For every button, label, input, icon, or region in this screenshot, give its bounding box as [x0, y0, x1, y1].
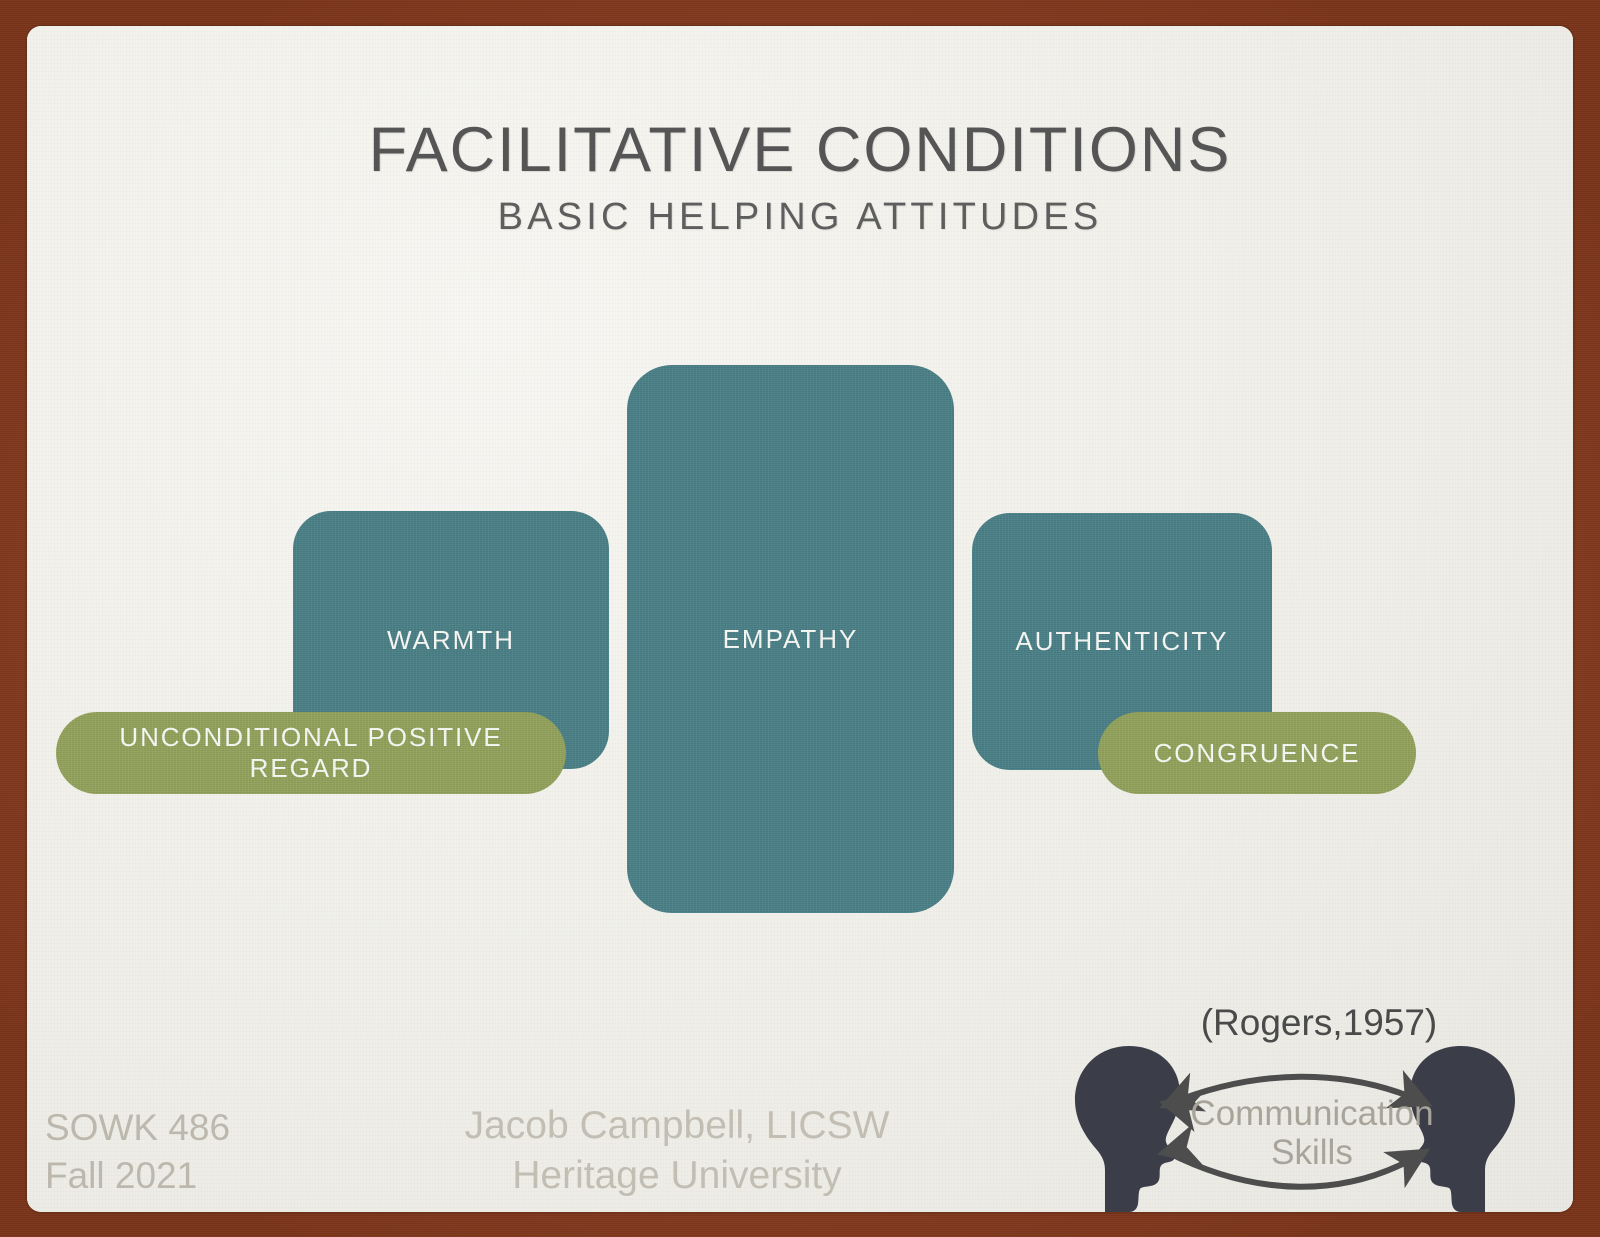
footer-presenter-name: Jacob Campbell, LICSW — [464, 1104, 890, 1147]
communication-skills-label: Communication Skills — [1162, 1094, 1462, 1172]
footer-course-code: SOWK 486 — [45, 1107, 231, 1148]
arrow-head-bottom-left — [1156, 1123, 1203, 1165]
citation-text: (Rogers,1957) — [1200, 1002, 1438, 1043]
slide-canvas: FACILITATIVE CONDITIONS BASIC HELPING AT… — [27, 26, 1573, 1212]
diagram-pill-congruence-label: CONGRUENCE — [1153, 737, 1361, 768]
title-block: FACILITATIVE CONDITIONS BASIC HELPING AT… — [27, 118, 1573, 239]
page-title: FACILITATIVE CONDITIONS — [368, 115, 1232, 185]
footer-institution: Heritage University — [512, 1153, 842, 1197]
communication-skills-graphic — [1017, 1038, 1573, 1212]
diagram-box-authenticity-label: AUTHENTICITY — [1015, 626, 1229, 656]
diagram-pill-unconditional-positive-regard-label: UNCONDITIONAL POSITIVE REGARD — [119, 722, 503, 783]
diagram-pill-congruence: CONGRUENCE — [1098, 712, 1416, 794]
communication-skills-label-line1: Communication — [1190, 1094, 1434, 1133]
footer-term: Fall 2021 — [45, 1155, 198, 1197]
page-subtitle: BASIC HELPING ATTITUDES — [497, 196, 1103, 239]
arrow-head-top-left — [1158, 1091, 1205, 1133]
arrow-curve-bottom-right — [1164, 1148, 1431, 1190]
diagram-box-warmth-label: WARMTH — [386, 624, 515, 655]
diagram-box-empathy: EMPATHY — [627, 365, 954, 913]
communication-skills-label-line2: Skills — [1271, 1133, 1353, 1173]
diagram-pill-unconditional-positive-regard: UNCONDITIONAL POSITIVE REGARD — [56, 712, 566, 794]
footer-course-info: SOWK 486 Fall 2021 — [45, 1104, 230, 1200]
head-silhouette-left-icon — [1075, 1046, 1180, 1212]
diagram-box-empathy-label: EMPATHY — [722, 623, 859, 654]
head-silhouette-right-icon — [1410, 1046, 1515, 1212]
footer-presenter-info: Jacob Campbell, LICSW Heritage Universit… — [357, 1101, 997, 1201]
